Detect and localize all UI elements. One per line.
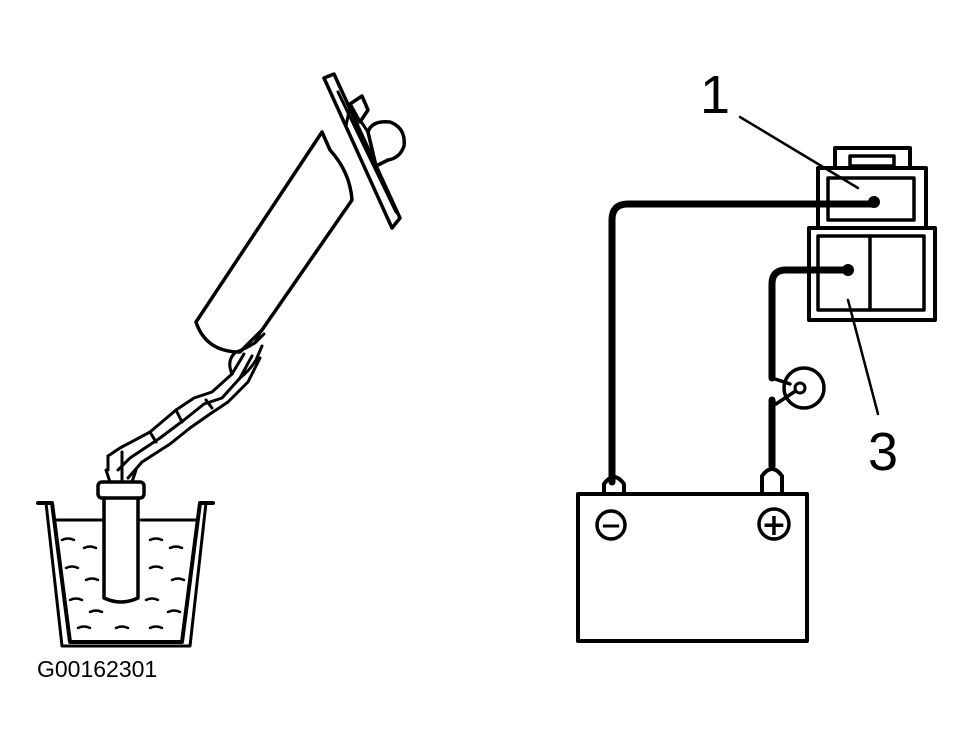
positive-terminal-symbol: + <box>757 507 791 543</box>
callout-1: 1 <box>700 65 730 125</box>
test-circuit: − + <box>576 65 937 643</box>
pump-hoses <box>106 332 266 480</box>
fuel-pump-motor <box>96 450 146 604</box>
svg-text:+: + <box>761 508 786 543</box>
liquid-container <box>36 501 215 648</box>
svg-text:−: − <box>600 511 622 541</box>
terminal-3-probe <box>842 264 854 276</box>
liquid-marks <box>60 537 186 630</box>
fuel-pump-assembly <box>36 72 406 648</box>
callout-3: 3 <box>868 422 898 482</box>
callout-leaders <box>738 115 880 416</box>
inline-fuse <box>770 366 826 410</box>
terminal-1-probe <box>868 196 880 208</box>
battery: − + <box>576 467 809 643</box>
negative-terminal-symbol: − <box>595 509 627 541</box>
test-leads <box>608 196 880 486</box>
pump-connector <box>807 146 937 322</box>
figure-code: G00162301 <box>37 656 157 682</box>
fuel-sender-tube <box>194 130 354 354</box>
fuel-sender-flange <box>322 72 406 230</box>
